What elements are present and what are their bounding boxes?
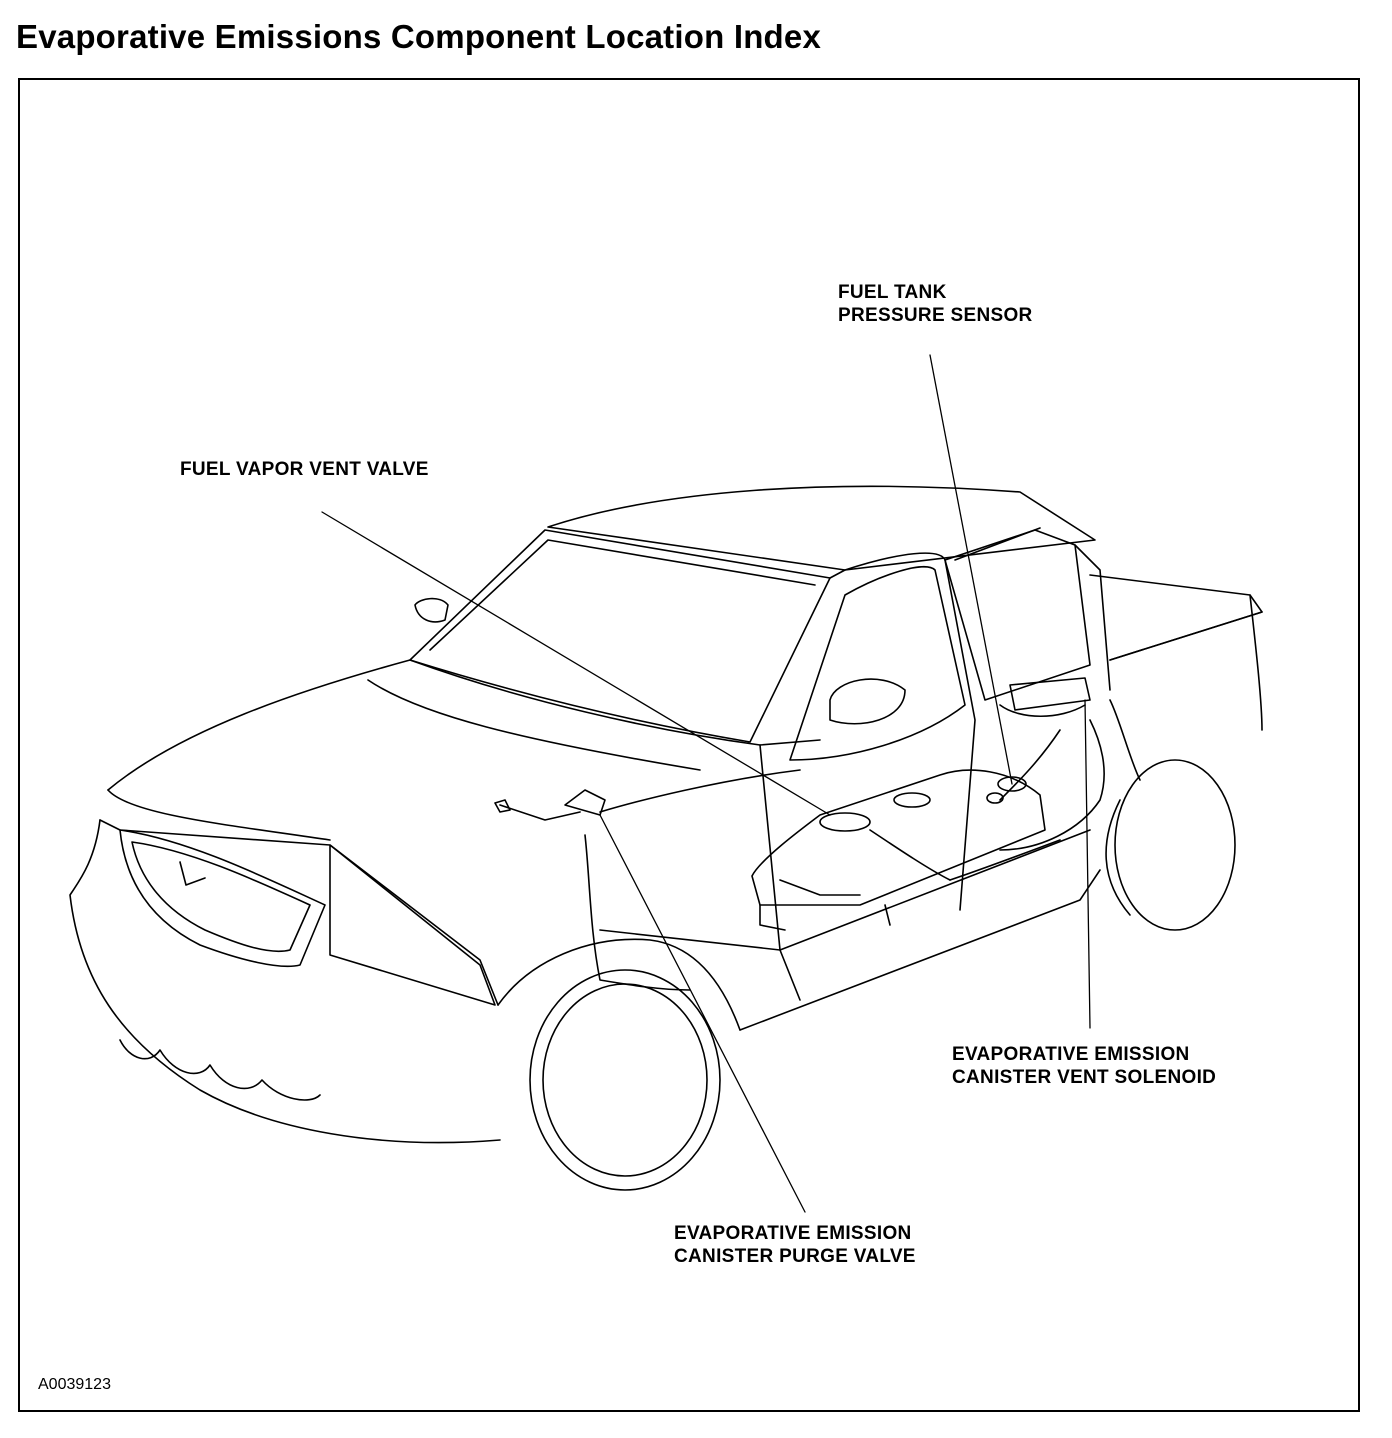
front-wheel	[529, 969, 721, 1191]
evap-lines	[494, 699, 1141, 991]
leader-fuel-vapor-vent-valve	[321, 511, 831, 816]
callout-line: PRESSURE SENSOR	[838, 305, 1033, 326]
callout-line: FUEL VAPOR VENT VALVE	[180, 459, 429, 480]
callout-line: FUEL TANK	[838, 282, 947, 303]
figure-id: A0039123	[38, 1376, 111, 1393]
callout-line: CANISTER PURGE VALVE	[674, 1246, 916, 1267]
callout-fuel-vapor-vent-valve: FUEL VAPOR VENT VALVE	[180, 458, 429, 481]
leader-canister-vent-solenoid	[1084, 699, 1091, 1029]
callout-canister-purge-valve: EVAPORATIVE EMISSION CANISTER PURGE VALV…	[674, 1222, 916, 1268]
rear-wheel	[1105, 759, 1236, 931]
callout-line: EVAPORATIVE EMISSION	[952, 1044, 1190, 1065]
callout-line: CANISTER VENT SOLENOID	[952, 1067, 1217, 1088]
fuel-tank-assembly	[751, 769, 1046, 931]
page-title: Evaporative Emissions Component Location…	[16, 18, 822, 55]
leader-fuel-tank-pressure-sensor	[929, 354, 1013, 785]
callout-line: EVAPORATIVE EMISSION	[674, 1223, 912, 1244]
truck-body	[69, 485, 1263, 1144]
figure-frame	[18, 78, 1360, 1412]
leader-canister-purge-valve	[599, 814, 806, 1213]
callout-canister-vent-solenoid: EVAPORATIVE EMISSION CANISTER VENT SOLEN…	[952, 1043, 1216, 1089]
evap-canister	[999, 677, 1091, 718]
leader-lines	[321, 354, 1091, 1213]
callout-fuel-tank-pressure-sensor: FUEL TANK PRESSURE SENSOR	[838, 281, 1033, 327]
